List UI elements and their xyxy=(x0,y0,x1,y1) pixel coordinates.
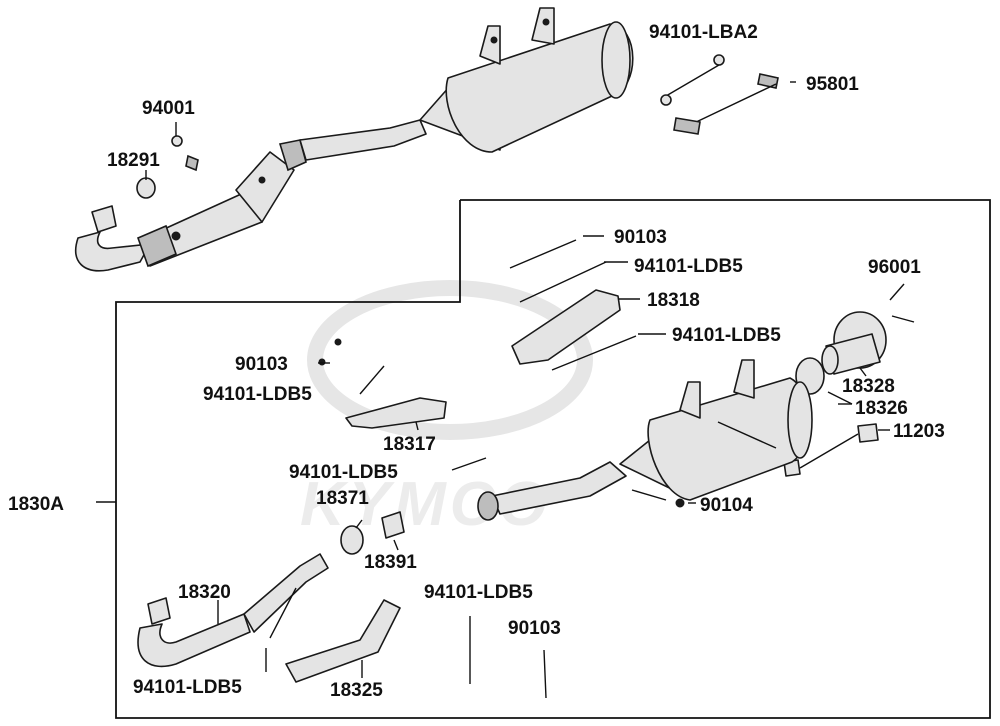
label-18326: 18326 xyxy=(855,398,908,419)
muffler-assembly xyxy=(477,359,813,521)
label-95801: 95801 xyxy=(806,74,859,95)
sleeve-18391 xyxy=(381,511,405,539)
part-labels: 94101-LBA2 95801 94001 18291 1830A 90103… xyxy=(8,22,945,701)
label-94101-LDB5-e: 94101-LDB5 xyxy=(424,582,533,603)
label-18291: 18291 xyxy=(107,150,160,171)
label-1830A: 1830A xyxy=(8,494,64,515)
heat-shield-18318 xyxy=(511,289,621,365)
label-18371: 18371 xyxy=(316,488,369,509)
grommet-11203 xyxy=(857,423,879,443)
label-96001: 96001 xyxy=(868,257,921,278)
label-94101-LDB5-b: 94101-LDB5 xyxy=(672,325,781,346)
label-90103-b: 90103 xyxy=(235,354,288,375)
label-94101-LDB5-d: 94101-LDB5 xyxy=(289,462,398,483)
label-94001: 94001 xyxy=(142,98,195,119)
clamp-18371 xyxy=(340,525,364,555)
label-18391: 18391 xyxy=(364,552,417,573)
assembly-frame xyxy=(115,199,991,719)
label-18320: 18320 xyxy=(178,582,231,603)
label-90103-a: 90103 xyxy=(614,227,667,248)
hardware-top xyxy=(136,54,779,199)
leader-lines xyxy=(145,81,890,678)
heat-shield-18317 xyxy=(345,397,447,429)
label-18317: 18317 xyxy=(383,434,436,455)
label-18318: 18318 xyxy=(647,290,700,311)
label-18325: 18325 xyxy=(330,680,383,701)
label-90103-c: 90103 xyxy=(508,618,561,639)
end-cap-18328 xyxy=(821,311,887,375)
mid-pipe-18325 xyxy=(285,599,401,683)
label-90104: 90104 xyxy=(700,495,753,516)
label-94101-LDB5-a: 94101-LDB5 xyxy=(634,256,743,277)
label-94101-LDB5-c: 94101-LDB5 xyxy=(203,384,312,405)
label-94101-LDB5-f: 94101-LDB5 xyxy=(133,677,242,698)
label-18328: 18328 xyxy=(842,376,895,397)
label-11203: 11203 xyxy=(893,421,945,442)
header-18320 xyxy=(137,553,329,668)
complete-exhaust-top xyxy=(74,7,634,272)
label-94101-LBA2: 94101-LBA2 xyxy=(649,22,758,43)
